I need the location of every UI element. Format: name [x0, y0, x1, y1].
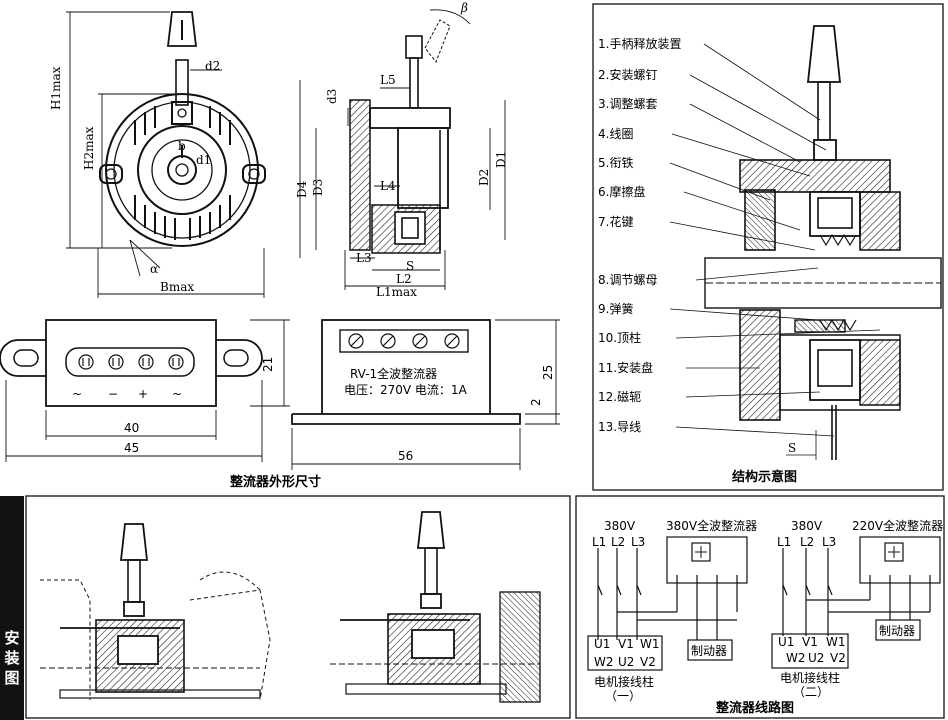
install-tab-char-1: 安 — [4, 629, 20, 647]
right-line-L3: L3 — [822, 535, 836, 549]
symbol-ac-2: ~ — [172, 387, 182, 401]
alpha-label: α — [150, 262, 158, 276]
d1-label: d1 — [196, 153, 211, 167]
left-rectifier-label: 380V全波整流器 — [666, 518, 757, 533]
left-terminal-W1: W1 — [640, 637, 660, 651]
structure-label-6: 6.摩擦盘 — [598, 184, 645, 199]
install-drawing-left — [40, 523, 271, 701]
s-label: S — [406, 259, 414, 273]
structure-label-10: 10.顶柱 — [598, 330, 641, 345]
structure-label-11: 11.安装盘 — [598, 360, 653, 375]
install-panel-frame — [25, 495, 571, 719]
structure-caption: 结构示意图 — [732, 469, 797, 485]
structure-label-7: 7.花键 — [598, 214, 633, 229]
l3-label: L3 — [356, 251, 372, 265]
D4-label: D4 — [295, 180, 309, 198]
dim-25: 25 — [541, 365, 555, 380]
wiring-left-drawing — [587, 536, 748, 671]
structure-label-1: 1.手柄释放装置 — [598, 36, 681, 51]
right-brake: 制动器 — [879, 624, 915, 638]
l2-label: L2 — [396, 272, 412, 286]
right-terminal-W2: W2 — [786, 651, 806, 665]
install-side-tab: 安 装 图 — [0, 496, 24, 720]
wiring-caption: 整流器线路图 — [715, 700, 794, 716]
install-drawing-right — [330, 511, 541, 703]
right-num-label: （二） — [793, 685, 829, 699]
b-label: b — [178, 139, 186, 153]
right-post-label: 电机接线柱 — [780, 670, 840, 685]
l4-label: L4 — [380, 179, 396, 193]
left-terminal-W2: W2 — [594, 655, 614, 669]
right-terminal-V2: V2 — [830, 651, 846, 665]
dim-45: 45 — [124, 441, 139, 455]
install-tab-char-2: 装 — [4, 649, 20, 667]
beta-label: β — [460, 1, 468, 15]
right-terminal-U2: U2 — [808, 651, 824, 665]
D2-label: D2 — [477, 169, 491, 186]
h1max-label: H1max — [49, 66, 63, 110]
right-line-L2: L2 — [800, 535, 814, 549]
left-voltage: 380V — [604, 519, 636, 533]
nameplate-line2: 电压：270V 电流：1A — [344, 383, 468, 397]
left-post-label: 电机接线柱 — [594, 674, 654, 689]
d3-label: d3 — [325, 89, 339, 104]
right-terminal-U1: U1 — [778, 635, 794, 649]
structure-panel-frame — [592, 3, 944, 491]
right-line-L1: L1 — [777, 535, 791, 549]
structure-label-3: 3.调整螺套 — [598, 96, 657, 111]
D3-label: D3 — [311, 179, 325, 196]
symbol-minus: − — [108, 387, 118, 401]
structure-s-label: S — [788, 441, 796, 455]
rectifier-caption: 整流器外形尺寸 — [229, 474, 321, 490]
front-view-drawing — [66, 11, 266, 298]
structure-label-13: 13.导线 — [598, 420, 641, 434]
left-terminal-V2: V2 — [640, 655, 656, 669]
left-terminal-U2: U2 — [618, 655, 634, 669]
dim-21: 21 — [261, 357, 275, 372]
left-terminal-U1: U1 — [594, 637, 610, 651]
structure-label-2: 2.安装螺钉 — [598, 67, 657, 82]
rectifier-side-drawing — [291, 319, 560, 470]
wiring-panel-frame — [575, 495, 945, 719]
l5-label: L5 — [380, 73, 396, 87]
structure-label-5: 5.衔铁 — [598, 156, 633, 170]
right-voltage: 380V — [791, 519, 823, 533]
left-brake: 制动器 — [691, 644, 727, 658]
right-terminal-V1: V1 — [802, 635, 818, 649]
h2max-label: H2max — [82, 126, 96, 170]
dim-56: 56 — [398, 449, 413, 463]
structure-drawing — [669, 25, 942, 460]
side-view-drawing — [299, 9, 506, 290]
structure-label-9: 9.弹簧 — [598, 301, 633, 316]
symbol-plus: + — [138, 387, 148, 401]
bmax-label: Bmax — [160, 280, 194, 294]
left-line-L2: L2 — [611, 535, 625, 549]
install-tab-char-3: 图 — [4, 669, 20, 687]
structure-label-12: 12.磁轭 — [598, 389, 641, 404]
D1-label: D1 — [494, 151, 508, 168]
nameplate-line1: RV-1全波整流器 — [350, 366, 437, 381]
left-terminal-V1: V1 — [618, 637, 634, 651]
structure-labels: 1.手柄释放装置 2.安装螺钉 3.调整螺套 4.线圈 5.衔铁 6.摩擦盘 7… — [598, 36, 681, 434]
dim-40: 40 — [124, 421, 139, 435]
left-line-L1: L1 — [592, 535, 606, 549]
wiring-right-drawing — [771, 536, 941, 669]
l1max-label: L1max — [376, 285, 417, 299]
structure-label-4: 4.线圈 — [598, 127, 633, 141]
right-terminal-W1: W1 — [826, 635, 846, 649]
rectifier-front-drawing — [0, 319, 290, 462]
structure-label-8: 8.调节螺母 — [598, 273, 657, 287]
symbol-ac-1: ~ — [72, 387, 82, 401]
left-line-L3: L3 — [631, 535, 645, 549]
left-num-label: （一） — [605, 689, 641, 703]
dim-2: 2 — [529, 398, 543, 406]
d2-label: d2 — [205, 59, 220, 73]
right-rectifier-label: 220V全波整流器 — [852, 518, 943, 533]
